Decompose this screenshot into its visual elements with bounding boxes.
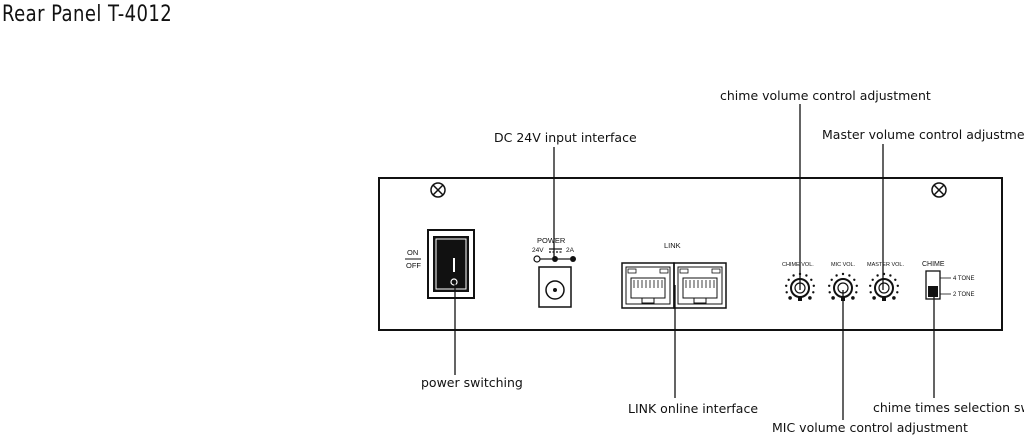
diagram-title: Rear Panel T-4012 — [2, 2, 173, 27]
dc-input-jack[interactable] — [538, 266, 572, 308]
chassis-outline — [378, 177, 1003, 331]
dc-input-callout: DC 24V input interface — [494, 130, 637, 145]
power-switch[interactable] — [427, 229, 475, 299]
power-switching-callout: power switching — [421, 375, 523, 390]
link-label: LINK — [664, 241, 681, 250]
master-volume-knob[interactable] — [869, 272, 899, 301]
chime-times-callout: chime times selection switch — [873, 400, 1024, 415]
link-port-left[interactable] — [621, 262, 675, 309]
mount-screw-right-icon — [931, 182, 947, 198]
tone-4-label: 4 TONE — [953, 276, 974, 282]
master-vol-label: MASTER VOL. — [867, 262, 904, 268]
mic-vol-label: MIC VOL. — [831, 262, 856, 268]
tone-2-label: 2 TONE — [953, 292, 974, 298]
master-volume-callout: Master volume control adjustment — [822, 127, 1024, 142]
switch-on-label: ON — [407, 248, 418, 257]
power-current-label: 2A — [566, 247, 575, 254]
switch-off-label: OFF — [406, 261, 421, 270]
power-label: POWER — [537, 236, 566, 245]
mic-volume-callout: MIC volume control adjustment — [772, 420, 968, 435]
power-voltage-label: 24V — [532, 247, 544, 254]
link-interface-callout: LINK online interface — [628, 401, 758, 416]
mount-screw-left-icon — [430, 182, 446, 198]
chime-tone-switch[interactable] — [925, 270, 941, 300]
chime-vol-label: CHIME VOL. — [782, 262, 814, 268]
link-port-right[interactable] — [673, 262, 727, 309]
chime-volume-callout: chime volume control adjustment — [720, 88, 931, 103]
chime-volume-knob[interactable] — [785, 272, 815, 301]
chime-label: CHIME — [922, 261, 945, 268]
